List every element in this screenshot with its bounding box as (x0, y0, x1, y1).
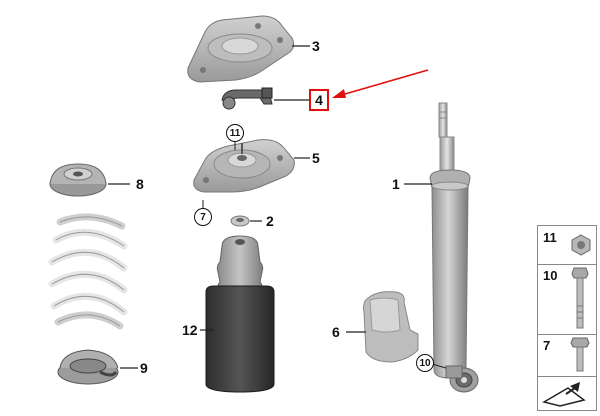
fastener-panel: 11 10 7 (537, 225, 597, 411)
label-part-3: 3 (312, 38, 320, 54)
fastener-label-11: 11 (543, 230, 557, 245)
label-part-12: 12 (182, 322, 198, 338)
direction-marker-icon (542, 382, 586, 407)
label-part-6: 6 (332, 324, 340, 340)
callout-10: 10 (416, 354, 434, 372)
bump-stop-boot-part-12 (205, 235, 275, 393)
callout-7: 7 (194, 208, 212, 226)
protective-sleeve-part-6 (363, 291, 419, 363)
highlight-arrow (332, 69, 429, 98)
fastener-cell-nut: 11 (538, 226, 596, 265)
fastener-cell-bolt-long: 10 (538, 264, 596, 335)
spring-seat-part-8 (49, 163, 107, 197)
long-bolt-icon (571, 267, 589, 329)
label-part-9: 9 (140, 360, 148, 376)
bracket-part-4 (221, 87, 273, 110)
label-part-4-highlighted[interactable]: 4 (309, 89, 329, 111)
fastener-label-10: 10 (543, 268, 558, 283)
fastener-label-7: 7 (543, 338, 551, 353)
fastener-cell-bolt-short: 7 (538, 334, 596, 377)
callout-11: 11 (226, 124, 244, 142)
short-bolt-icon (570, 337, 590, 372)
label-part-5: 5 (312, 150, 320, 166)
nut-icon (571, 234, 591, 256)
spring-pad-part-9 (57, 349, 119, 385)
coil-spring (48, 213, 128, 330)
coil-spring-outline (51, 216, 125, 327)
strut-mount-part-5 (193, 139, 295, 193)
fastener-cell-marker (538, 376, 596, 410)
shock-absorber-part-1 (429, 102, 479, 393)
washer-part-2 (230, 215, 250, 227)
label-part-1: 1 (392, 176, 400, 192)
label-part-2: 2 (266, 213, 274, 229)
label-part-8: 8 (136, 176, 144, 192)
top-plate-part-3 (187, 15, 295, 83)
leader-line-10 (431, 363, 447, 369)
